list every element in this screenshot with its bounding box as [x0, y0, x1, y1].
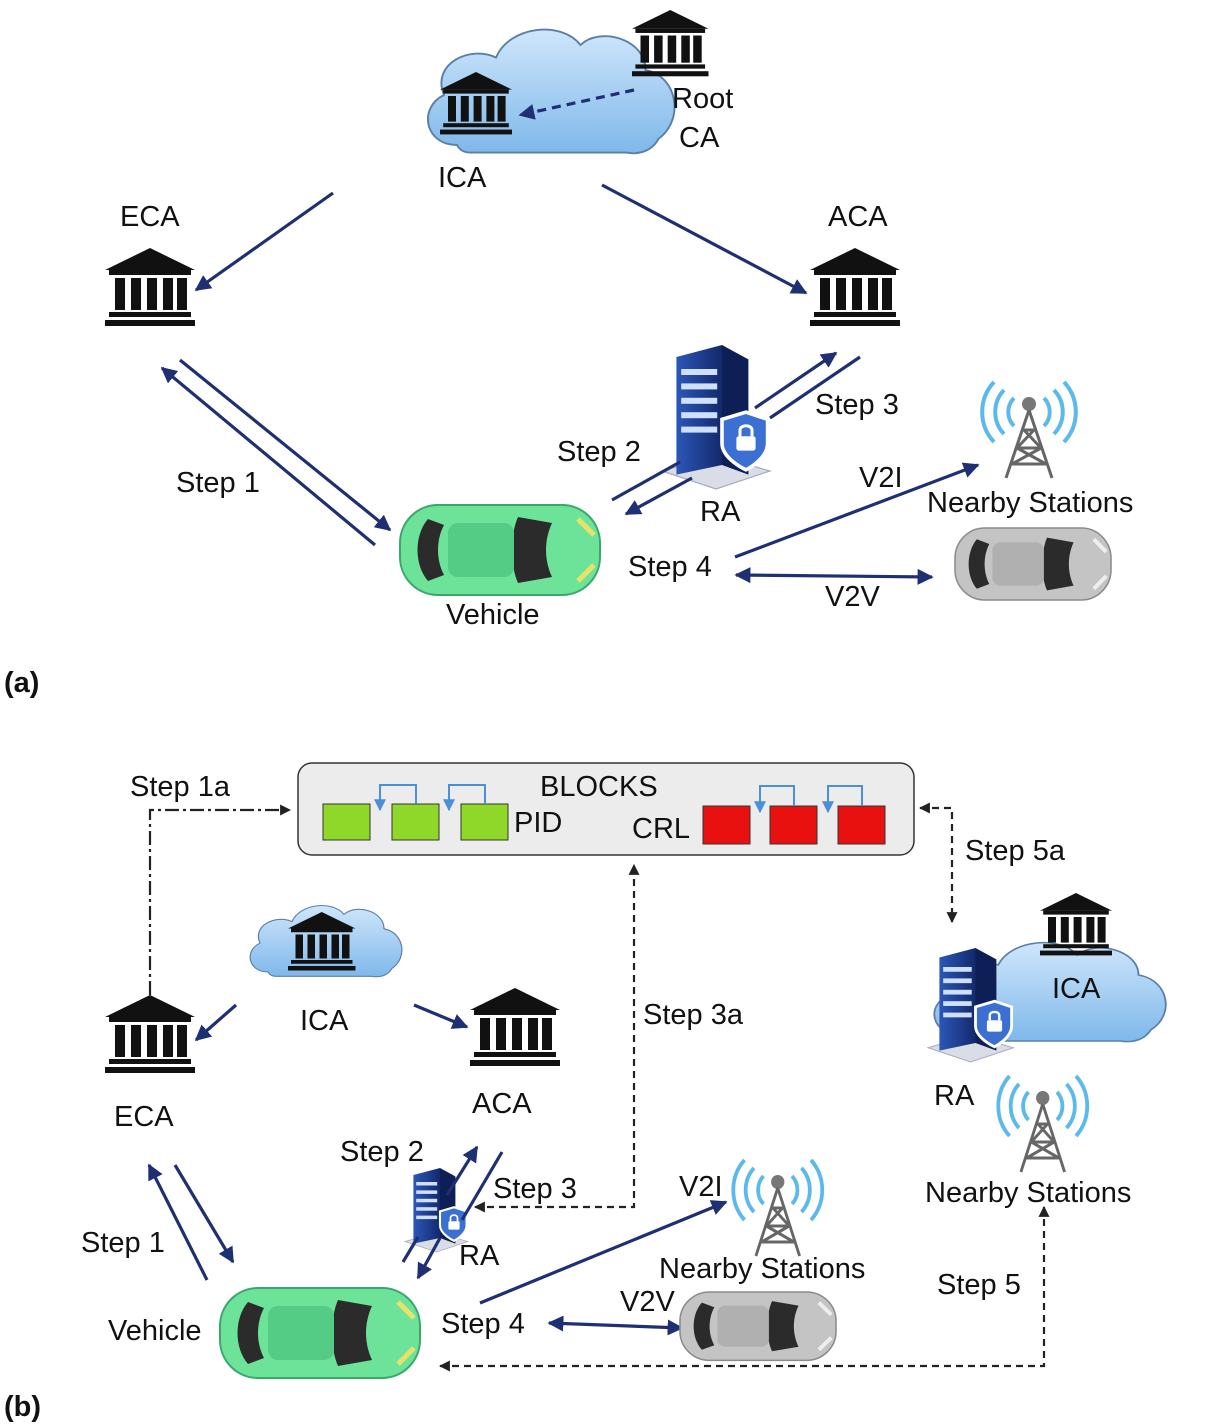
building-icon [470, 988, 560, 1066]
step5-arrow [438, 1205, 1050, 1372]
building-icon [105, 995, 195, 1073]
crl-block [702, 805, 751, 845]
aca-label: ACA [472, 1088, 532, 1120]
car-icon [955, 528, 1111, 600]
step5a-label: Step 5a [965, 835, 1066, 867]
chain-link [822, 785, 863, 814]
step4-label: Step 4 [441, 1308, 525, 1340]
tower-icon [996, 1074, 1090, 1174]
step2-arrow-down [624, 476, 693, 516]
ica-to-eca-arrow [194, 191, 334, 292]
step2-arrow-down [416, 1237, 442, 1280]
root-ca-label-line1: Root [672, 83, 733, 115]
ica-to-aca-arrow [601, 183, 808, 295]
v2v-arrow [547, 1315, 684, 1336]
step4-label: Step 4 [628, 551, 712, 583]
crl-block [837, 805, 886, 845]
pid-label: PID [514, 807, 562, 839]
ra-right-label: RA [934, 1080, 975, 1112]
step3-label: Step 3 [815, 389, 899, 421]
car-icon [678, 1290, 838, 1363]
v2v-label: V2V [620, 1286, 675, 1318]
step2-label: Step 2 [340, 1136, 424, 1168]
ica-label: ICA [438, 162, 487, 194]
ica-right-label: ICA [1052, 973, 1101, 1005]
step3a-label: Step 3a [643, 999, 744, 1031]
step1-arrow-down [178, 358, 392, 532]
pid-block [391, 803, 440, 841]
step1a-label: Step 1a [130, 771, 231, 803]
root-to-ica-arrow [518, 88, 635, 120]
building-icon [632, 10, 709, 77]
building-icon [810, 248, 900, 326]
panel-b-label: (b) [4, 1391, 41, 1423]
v2i-arrow [734, 462, 980, 559]
step5a-arrow [918, 802, 958, 924]
step1a-arrow [148, 804, 292, 995]
step3-label: Step 3 [493, 1173, 577, 1205]
nearby-stations-mid-label: Nearby Stations [659, 1253, 865, 1285]
v2v-label: V2V [825, 581, 880, 613]
blocks-title: BLOCKS [540, 771, 658, 803]
car-icon [400, 505, 600, 595]
step1-arrow-up [160, 366, 377, 547]
building-icon [1040, 893, 1112, 956]
step3-arrow-down [769, 355, 861, 420]
tower-icon [980, 380, 1078, 480]
ica-to-aca-arrow [413, 1003, 469, 1029]
v2v-arrow [734, 567, 934, 585]
nearby-stations-label: Nearby Stations [927, 487, 1133, 519]
vehicle-label: Vehicle [446, 599, 540, 631]
tower-icon [731, 1158, 825, 1258]
step3-arrow-up [445, 1145, 479, 1196]
step1-label: Step 1 [81, 1227, 165, 1259]
car-icon [220, 1288, 420, 1378]
step1-arrow-down [173, 1164, 235, 1264]
building-icon [105, 248, 195, 326]
eca-label: ECA [114, 1101, 174, 1133]
ica-left-label: ICA [300, 1005, 349, 1037]
root-ca-label-line2: CA [679, 122, 720, 154]
nearby-stations-right-label: Nearby Stations [925, 1177, 1131, 1209]
step2-arrow-up [401, 1236, 420, 1263]
panel-a-label: (a) [4, 667, 39, 699]
eca-label: ECA [120, 201, 180, 233]
v2i-label: V2I [859, 462, 903, 494]
ra-label: RA [700, 496, 741, 528]
step3-arrow-up [754, 351, 838, 410]
step5-label: Step 5 [937, 1269, 1021, 1301]
chain-link [754, 785, 795, 814]
crl-block [769, 805, 818, 845]
vehicle-label: Vehicle [108, 1315, 202, 1347]
step2-label: Step 2 [557, 436, 641, 468]
step1-label: Step 1 [176, 467, 260, 499]
crl-label: CRL [632, 813, 690, 845]
ra-small-label: RA [459, 1240, 500, 1272]
aca-label: ACA [828, 201, 888, 233]
chain-link [374, 784, 417, 812]
panel-b: BLOCKS PID CRL Step 1a Step 5a ICA ECA A… [4, 762, 1167, 1423]
step2-arrow-up [611, 460, 681, 502]
v2i-label: V2I [679, 1171, 723, 1203]
panel-a: Root CA ICA ECA ACA Step 1 RA Step 2 Ste… [4, 10, 1133, 699]
chain-link [443, 784, 486, 812]
server-icon [660, 343, 772, 491]
step1-arrow-up [147, 1163, 209, 1281]
ica-to-eca-arrow [194, 1003, 238, 1042]
pid-block [322, 803, 371, 841]
pid-block [460, 803, 509, 841]
